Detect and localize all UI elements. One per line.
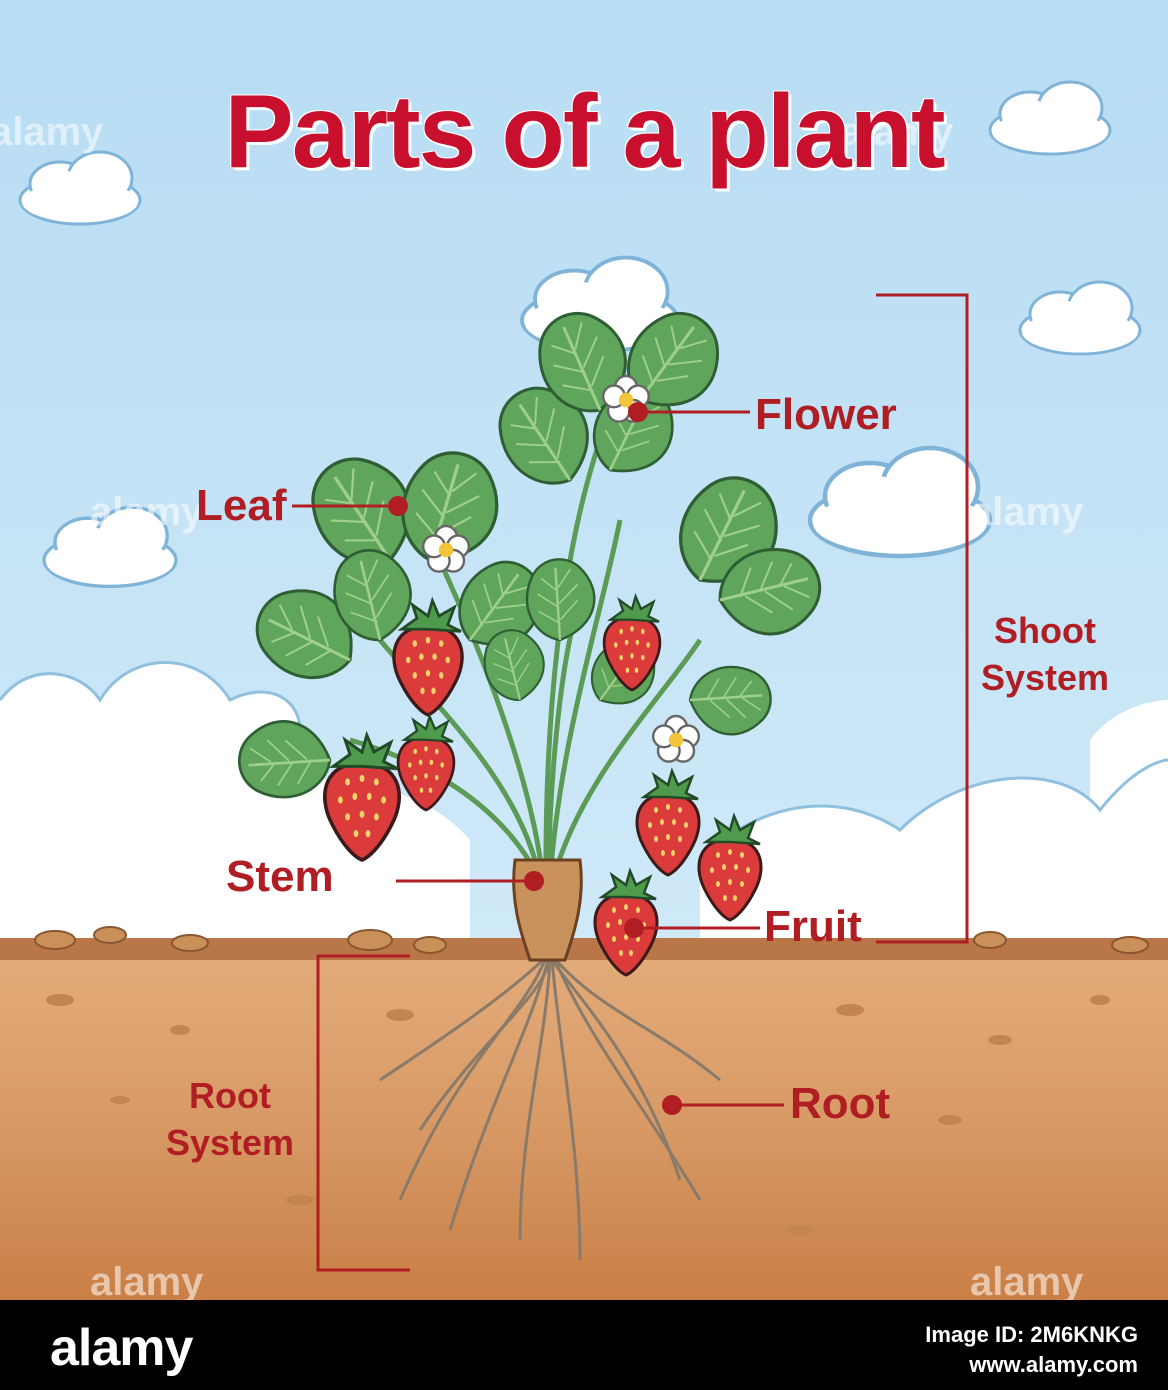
root-system-line2: System bbox=[165, 1121, 295, 1163]
shoot-system-bracket bbox=[876, 293, 969, 944]
label-fruit: Fruit bbox=[764, 902, 862, 951]
shoot-system-line2: System bbox=[980, 656, 1110, 698]
watermark-text: alamy bbox=[0, 110, 104, 154]
watermark-text: alamy bbox=[970, 490, 1084, 534]
watermark-text: alamy bbox=[970, 1260, 1084, 1304]
label-leaf: Leaf bbox=[196, 481, 287, 530]
watermark-text: alamy bbox=[90, 1260, 204, 1304]
label-shoot-system: Shoot System bbox=[970, 608, 1120, 702]
plant-illustration bbox=[0, 0, 1168, 1300]
pebbles bbox=[34, 926, 1149, 954]
label-flower: Flower bbox=[755, 390, 897, 439]
root-system-line1: Root bbox=[189, 1075, 271, 1116]
soil bbox=[0, 938, 1168, 1300]
watermark-text: alamy bbox=[840, 110, 954, 154]
watermark-text: alamy bbox=[90, 490, 204, 534]
page-title: Parts of a plant bbox=[224, 74, 945, 190]
crown bbox=[512, 858, 583, 962]
shoot-system-line1: Shoot bbox=[994, 610, 1096, 651]
soil-specks bbox=[46, 994, 1110, 1235]
label-root-system: Root System bbox=[150, 1073, 310, 1167]
label-stem: Stem bbox=[226, 852, 334, 901]
label-root: Root bbox=[790, 1079, 891, 1128]
roots bbox=[379, 958, 721, 1261]
footer-image-id: Image ID: 2M6KNKG bbox=[925, 1322, 1138, 1347]
leader-lines bbox=[292, 402, 784, 1115]
footer-url: www.alamy.com bbox=[969, 1352, 1138, 1377]
footer-brand-logo: alamy bbox=[50, 1319, 193, 1377]
footer-bar: alamy Image ID: 2M6KNKG www.alamy.com bbox=[0, 1300, 1168, 1390]
root-system-bracket bbox=[316, 954, 410, 1272]
